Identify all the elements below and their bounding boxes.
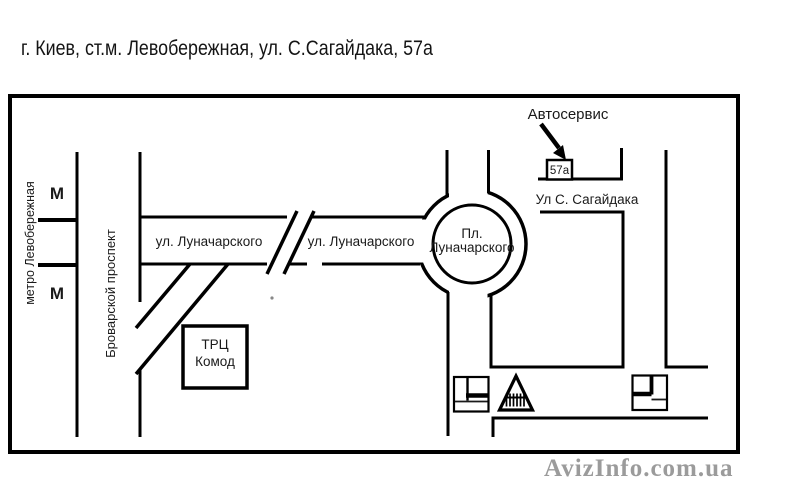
map-dot — [270, 296, 274, 300]
lunacharskogo-road — [141, 210, 426, 275]
north-road — [445, 150, 490, 196]
east-street — [664, 150, 708, 369]
watermark: AvizInfo.com.ua — [544, 455, 734, 482]
city-block-outline — [489, 210, 625, 369]
roundabout-inner-circle — [431, 203, 513, 285]
map-border — [8, 94, 740, 454]
arrowhead-icon — [553, 145, 566, 160]
brovarskoy-avenue-road — [134, 152, 230, 437]
autoservice-arrow — [539, 122, 566, 160]
page-title: г. Киев, ст.м. Левобережная, ул. С.Сагай… — [21, 37, 433, 60]
ramp-road-edge-2 — [134, 262, 230, 376]
building-57a-box — [545, 158, 574, 181]
building-block-left-icon — [452, 375, 490, 413]
metro-line — [38, 152, 79, 437]
road-break-mark-2 — [282, 210, 316, 275]
road-break-mark-1 — [265, 210, 299, 275]
mall-komod-box — [181, 324, 249, 390]
roundabout — [398, 166, 528, 319]
railway-crossing-icon — [496, 372, 536, 412]
bottom-street — [491, 416, 708, 437]
ramp-road-edge-1 — [134, 262, 192, 330]
building-block-right-icon — [631, 374, 669, 412]
